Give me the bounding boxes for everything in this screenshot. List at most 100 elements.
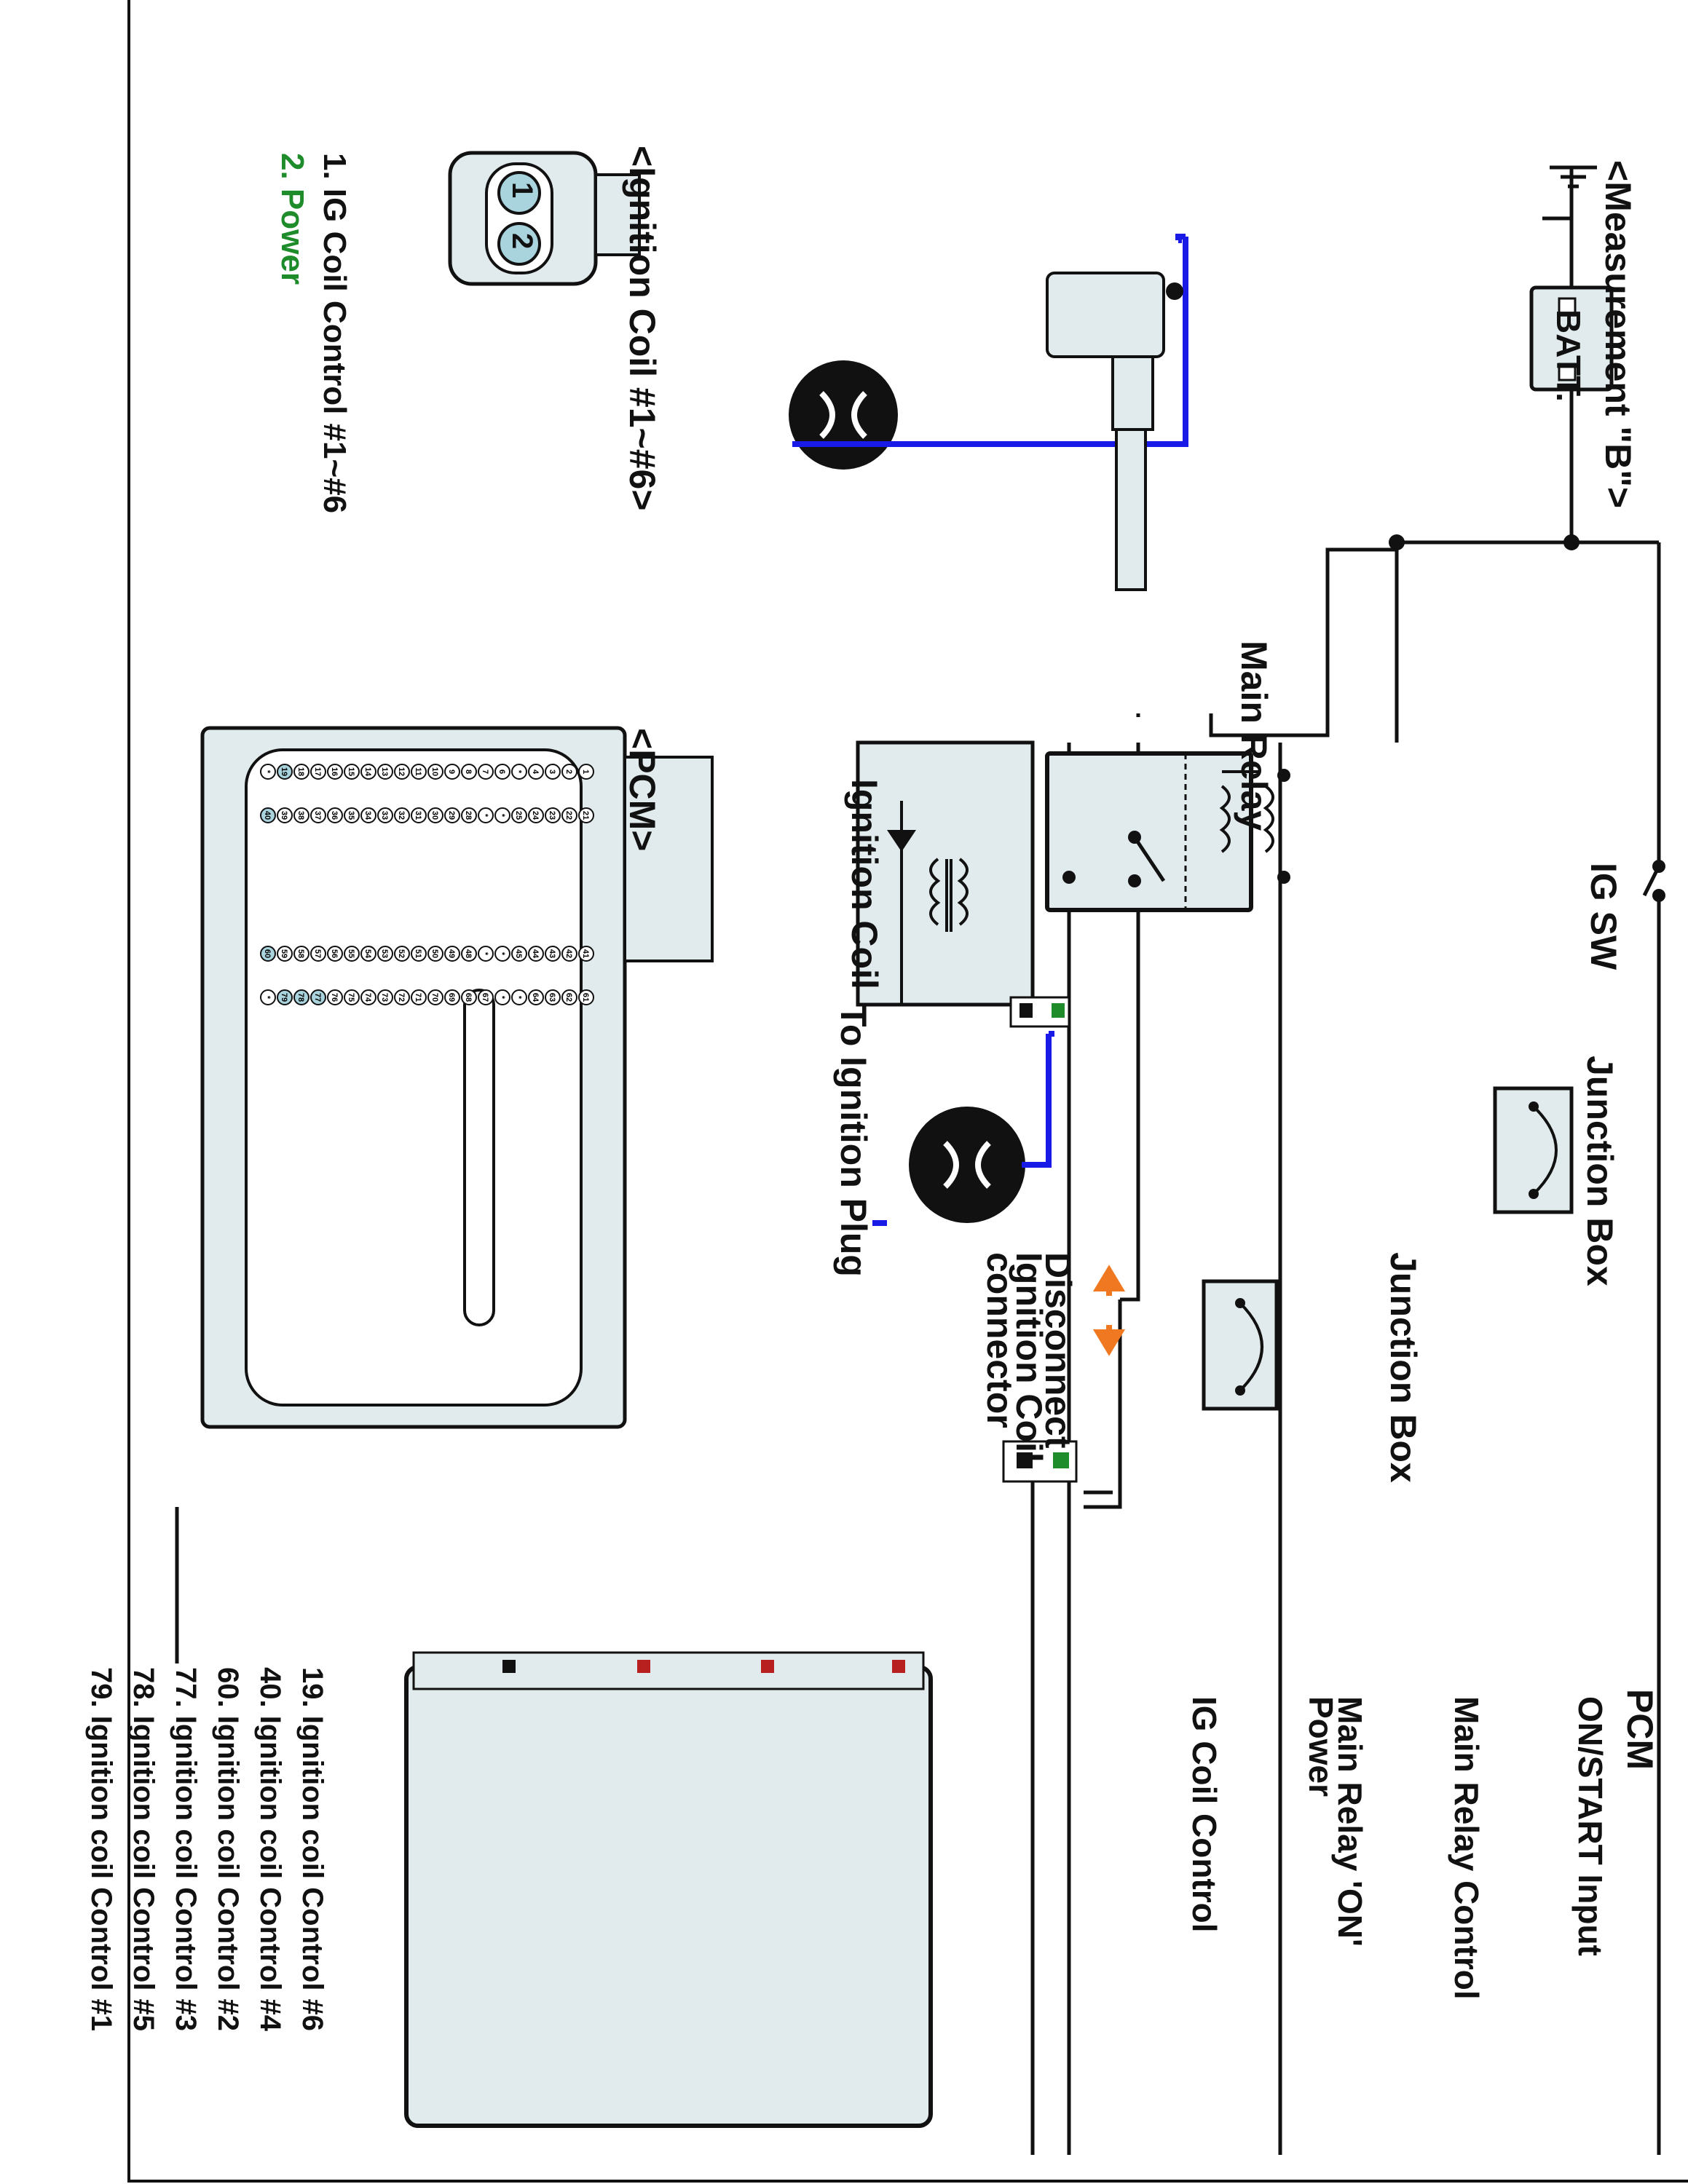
ig-switch — [1642, 860, 1665, 902]
pcm-pin-circle — [394, 807, 410, 823]
pcm-pin-circle — [360, 946, 376, 962]
pcm-pin-circle — [344, 946, 360, 962]
pcm-pin-circle — [478, 764, 494, 780]
junction-box-2-wire — [1105, 1299, 1122, 1509]
pcm-pin-number: 31 — [414, 811, 422, 820]
pcm-pin-circle — [411, 764, 427, 780]
battery-label: BATT. — [1550, 309, 1588, 402]
ignition-coil-pin-list: 1. IG Coil Control #1~#6 2. Power — [271, 153, 355, 513]
battery — [1529, 285, 1614, 392]
pcm-pin-circle — [528, 989, 544, 1005]
pcm-pin-circle — [411, 946, 427, 962]
junction-box-1-label: Junction Box — [1579, 1056, 1620, 1286]
pcm-terminal-1: ON/START Input — [1571, 1696, 1609, 1956]
pcm-pin-circle — [545, 946, 561, 962]
pcm-pin-circle — [394, 764, 410, 780]
coil-harness-1 — [792, 237, 1188, 447]
pcm-pin-circle — [327, 764, 343, 780]
junction-box-1 — [1493, 1086, 1574, 1214]
junction-box-2-label: Junction Box — [1383, 1252, 1424, 1483]
pcm-pin-list: 19. Ignition coil Control #6 40. Ignitio… — [80, 1667, 334, 2031]
pcm-pin-number: 56 — [330, 949, 339, 958]
pcm-pin-number: 78 — [296, 993, 305, 1002]
pcm-pin-circle — [260, 807, 276, 823]
battery-neg-wire — [1542, 216, 1574, 291]
pcm-pin-circle — [277, 989, 293, 1005]
to-ignition-plug-label: To Ignition Plug — [833, 1005, 874, 1277]
pcm-pin-number: 35 — [347, 811, 355, 820]
pcm-pin-60: 60. Ignition coil Control #2 — [212, 1667, 244, 2032]
pcm-title: PCM — [1620, 1689, 1660, 1770]
pcm-pin-circle — [293, 807, 309, 823]
pcm-pin-circle — [327, 946, 343, 962]
pcm-pin-circle — [360, 807, 376, 823]
pcm-pin-number: 7 — [481, 769, 489, 774]
pcm-connector-title: <PCM> — [622, 728, 663, 852]
pcm-pin-40: 40. Ignition coil Control #4 — [254, 1667, 286, 2032]
pcm-pin-circle — [327, 989, 343, 1005]
pcm-pin-number: 77 — [313, 993, 322, 1002]
pcm-pin-circle — [578, 989, 594, 1005]
pcm-pin-19: 19. Ignition coil Control #6 — [296, 1667, 328, 2032]
pcm-pin-circle — [578, 946, 594, 962]
pcm-pin-number: 61 — [581, 993, 590, 1002]
pcm-pin-number: 4 — [531, 769, 540, 775]
pcm-pin-number: 48 — [464, 949, 473, 958]
pcm-pin-number: 40 — [263, 811, 272, 820]
pcm-pin-circle — [260, 946, 276, 962]
pcm-pin-circle — [360, 764, 376, 780]
pcm-pin-number: 72 — [397, 993, 406, 1002]
pcm-pin-number: 16 — [330, 767, 339, 776]
pcm-pin-number: 43 — [548, 949, 556, 958]
pcm-pin-number: 69 — [447, 993, 456, 1002]
pcm-pin-circle — [377, 946, 393, 962]
pcm-pin-circle — [561, 764, 577, 780]
pcm-pin-number: 10 — [430, 767, 439, 776]
pcm-pin-circle — [293, 989, 309, 1005]
pcm-pin-number: * — [514, 770, 523, 774]
pcm-pin-number: 49 — [447, 949, 456, 958]
pcm-pin-circle — [411, 807, 427, 823]
relay-out-wire — [1120, 743, 1140, 1302]
pcm-pin-number: 17 — [313, 767, 322, 776]
pcm-pin-circle — [494, 946, 510, 962]
main-relay — [1045, 751, 1290, 912]
pcm-pin-number: * — [497, 814, 506, 818]
pcm-terminal-3b: Power — [1302, 1696, 1340, 1797]
pcm-pin-number: 18 — [296, 767, 305, 776]
pcm-pin-circle — [528, 764, 544, 780]
pcm-pin-number: 14 — [363, 767, 372, 777]
coil-pin-1-number: 1 — [506, 182, 538, 199]
pcm-pin-number: 54 — [363, 949, 372, 959]
pcm-pin-number: 11 — [414, 767, 422, 776]
harness-wires — [792, 234, 1188, 1226]
pcm-pin-circle — [277, 946, 293, 962]
pcm-pin-number: 59 — [280, 949, 288, 958]
spark-plug-symbol-top — [789, 360, 898, 470]
pcm-pin-number: * — [263, 770, 272, 774]
pcm-pin-circle — [277, 764, 293, 780]
pcm-pin-number: * — [497, 952, 506, 956]
pcm-pin-number: 64 — [531, 993, 540, 1002]
pcm-pin-number: 73 — [380, 993, 389, 1002]
pcm-pin-number: 25 — [514, 811, 523, 820]
pcm-connector-outline — [200, 726, 714, 1429]
pcm-pin-circle — [528, 807, 544, 823]
pcm-pin-number: 19 — [280, 767, 288, 776]
pcm-pin-number: 52 — [397, 949, 406, 958]
ignition-coil-connector-title: <Ignition Coil #1~#6> — [622, 146, 663, 511]
pcm-pin-number: * — [481, 814, 489, 818]
pcm-pin-circle — [394, 946, 410, 962]
pcm-pin-circle — [394, 989, 410, 1005]
pcm-pin-number: * — [497, 996, 506, 1000]
pcm-pin-circle — [293, 946, 309, 962]
pcm-pin-circle — [461, 764, 477, 780]
pcm-pin-circle — [277, 807, 293, 823]
spark-plug-symbol-bottom — [909, 1107, 1025, 1223]
splice-dots — [1389, 534, 1579, 550]
ignition-coil-label: Ignition Coil — [844, 779, 885, 989]
pcm-pin-circle — [478, 807, 494, 823]
pcm-pin-circle — [494, 764, 510, 780]
pcm-pin-circle — [545, 807, 561, 823]
coil-pin-2-desc: 2. Power — [275, 153, 310, 285]
